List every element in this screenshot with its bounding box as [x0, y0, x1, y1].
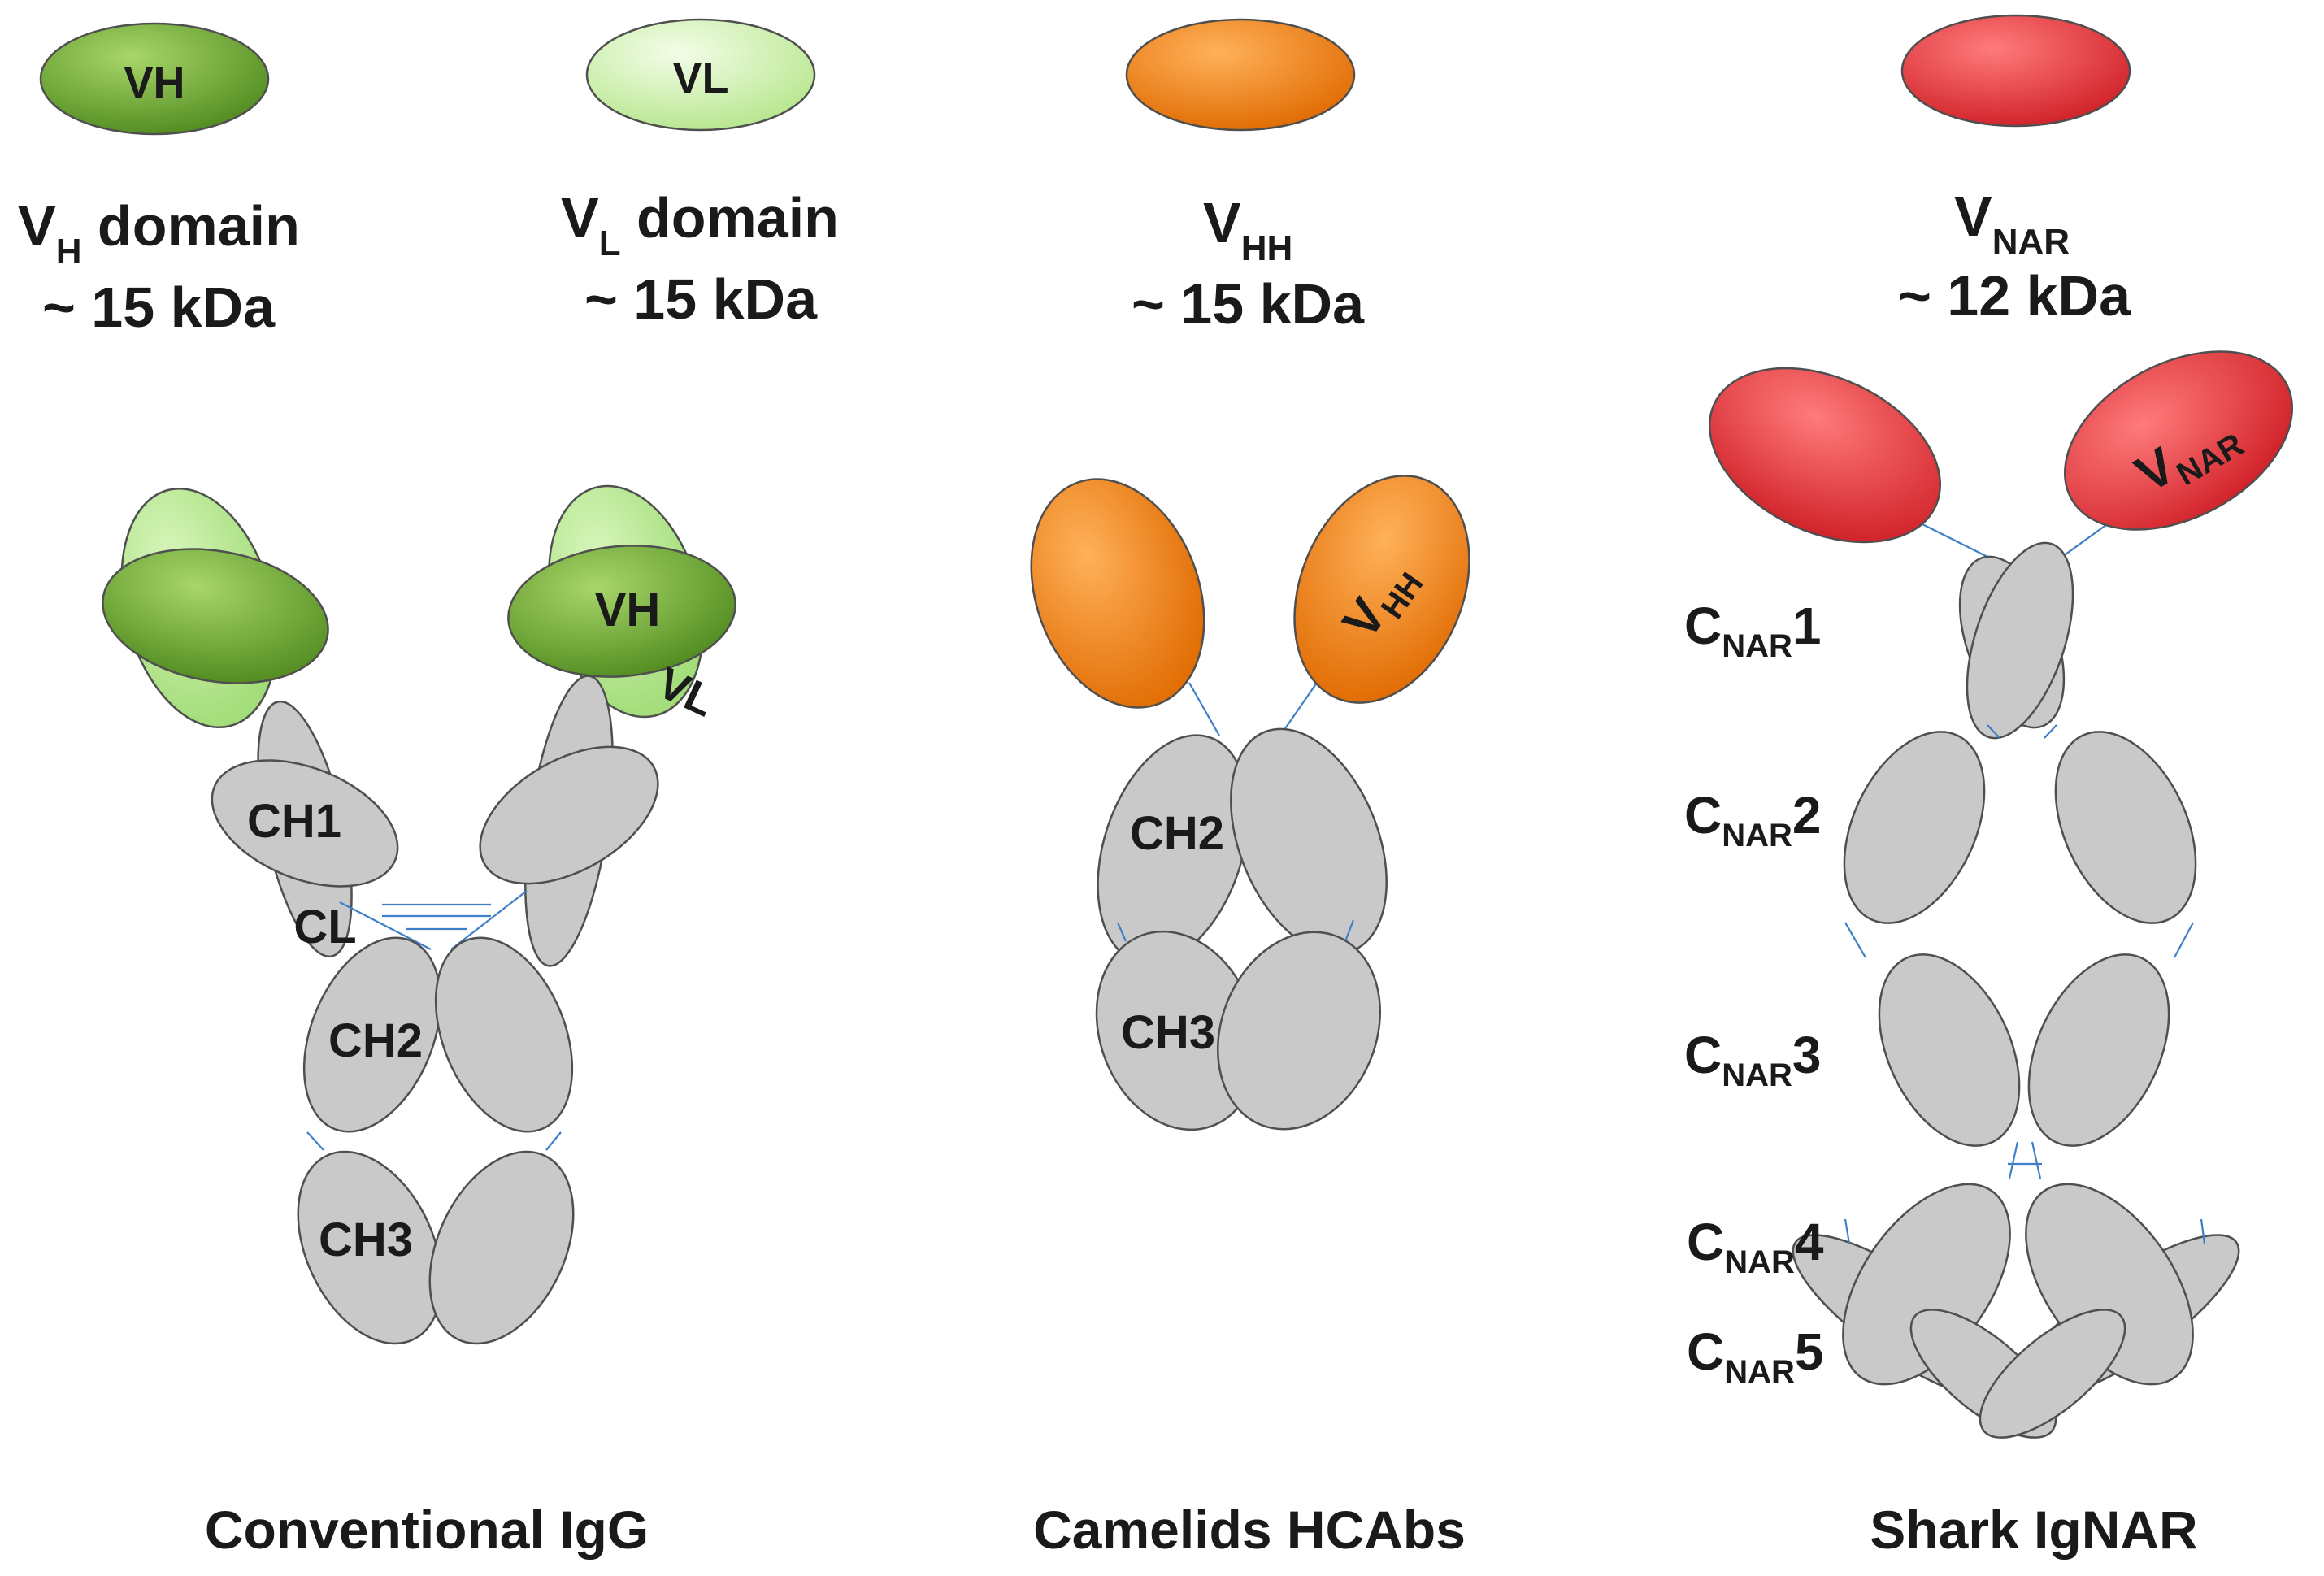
ignar-cnar2-left-domain: [1843, 731, 1986, 924]
vh-domain-swatch: [39, 22, 270, 136]
legend-vnar: VNAR ~ 12 kDa: [1898, 14, 2131, 328]
ignar-link: [1987, 724, 2000, 739]
igg-left-ch1-domain: [211, 759, 399, 888]
ignar-cnar1-label: CNAR1: [1684, 597, 1821, 664]
hcab-fc-link: [1344, 919, 1355, 942]
vh-swatch-label: VH: [124, 59, 185, 107]
ignar-cnar1-front-domain: [1966, 541, 2074, 740]
ignar-caption: Shark IgNAR: [1870, 1500, 2197, 1560]
vnar-domain-mass: ~ 12 kDa: [1898, 264, 2131, 328]
igg-ch2-label: CH2: [328, 1014, 423, 1067]
hcab-ch3-label: CH3: [1121, 1006, 1215, 1059]
ignar-link: [1844, 922, 1866, 958]
igg-right-vh-domain: [507, 545, 736, 678]
igg-right-cl-domain: [479, 745, 659, 885]
legend-vh: VH VH domain ~ 15 kDa: [18, 22, 300, 339]
vhh-domain-mass: ~ 15 kDa: [1132, 272, 1365, 336]
igg-cl-label: CL: [293, 901, 356, 953]
ignar-cnar3-left-domain: [1878, 953, 2021, 1147]
ignar-link: [2031, 1141, 2042, 1179]
ignar-vnar-link: [1913, 519, 1996, 562]
igg-vh-label: VH: [595, 584, 661, 636]
igg-caption: Conventional IgG: [205, 1500, 649, 1560]
vhh-domain-swatch: [1125, 18, 1356, 132]
vl-domain-swatch: [585, 18, 816, 132]
ignar-cnar4-label: CNAR4: [1687, 1213, 1824, 1280]
igg-left-vh-domain: [102, 548, 329, 684]
ignar-cnar3-label: CNAR3: [1684, 1026, 1821, 1093]
vnar-domain-swatch: [1900, 14, 2131, 128]
ignar-link: [2200, 1218, 2206, 1244]
ignar-cnar3-right-domain: [2027, 953, 2170, 1147]
igg-ch3-label: CH3: [319, 1213, 413, 1266]
ignar-right-vnar-domain: [2064, 350, 2293, 531]
vl-domain-title: VL domain: [561, 186, 839, 263]
vl-swatch-label: VL: [672, 54, 728, 102]
igg-fc-link: [545, 1131, 562, 1151]
ignar-cnar4-right-domain: [2025, 1183, 2194, 1386]
ignar-link: [1844, 1218, 1851, 1244]
shark-ignar: VNAR CNAR1 CNAR2: [1684, 350, 2293, 1560]
vnar-domain-title: VNAR: [1954, 185, 2070, 262]
igg-right-ch3-domain: [428, 1150, 575, 1345]
hcab-hinge-link: [1279, 682, 1318, 736]
ignar-cnar2-label: CNAR2: [1684, 786, 1821, 853]
hcab-hinge-link: [1188, 682, 1220, 736]
ignar-link: [2044, 724, 2057, 739]
igg-right-ch2-domain: [434, 936, 574, 1133]
igg-ch1-label: CH1: [247, 795, 341, 848]
igg-fc-link: [306, 1131, 324, 1151]
igg-hinge-link: [450, 890, 528, 950]
ignar-left-vnar-domain: [1708, 367, 1942, 544]
ignar-cnar2-right-domain: [2054, 731, 2197, 924]
igg-left-ch3-domain: [297, 1150, 443, 1345]
legend: VH VH domain ~ 15 kDa VL VL domain ~ 15 …: [18, 14, 2131, 339]
hcab-left-vhh-domain: [1030, 478, 1205, 709]
vh-domain-mass: ~ 15 kDa: [42, 276, 276, 339]
hcab-right-ch3-domain: [1216, 931, 1382, 1131]
vh-domain-title: VH domain: [18, 194, 300, 271]
ignar-cnar4-left-domain: [1842, 1183, 2011, 1386]
hcab-right-vhh-domain: [1293, 475, 1470, 704]
igg-left-ch2-domain: [302, 936, 442, 1133]
hcab-fc-link: [1116, 922, 1127, 942]
legend-vhh: VHH ~ 15 kDa: [1125, 18, 1365, 336]
camelid-hcab: VHH CH2 CH3 Camelids HCAbs: [1030, 475, 1470, 1560]
ignar-link: [2008, 1141, 2019, 1179]
vhh-domain-title: VHH: [1203, 191, 1292, 268]
hcab-caption: Camelids HCAbs: [1033, 1500, 1466, 1560]
ignar-cnar5-center-right-domain: [1979, 1309, 2126, 1439]
igg-hinge-link: [339, 901, 432, 950]
ignar-cnar5-label: CNAR5: [1687, 1322, 1823, 1390]
vl-domain-mass: ~ 15 kDa: [584, 267, 818, 331]
legend-vl: VL VL domain ~ 15 kDa: [561, 18, 839, 331]
ignar-link: [2174, 922, 2194, 958]
hcab-ch2-label: CH2: [1130, 807, 1224, 860]
conventional-igg: VH VL CH1 CL CH2 CH3 Conventional IgG: [102, 484, 736, 1560]
